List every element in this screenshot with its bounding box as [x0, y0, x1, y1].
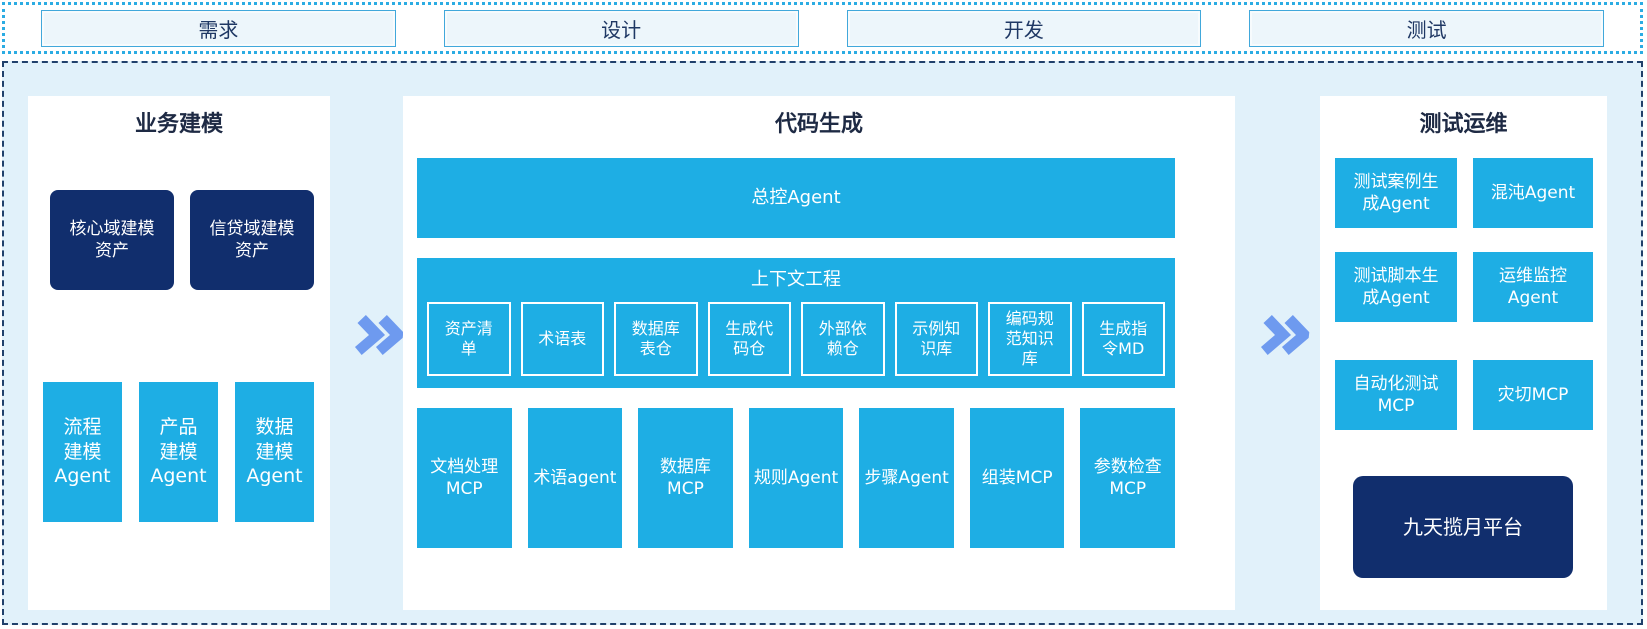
chevron-right-icon — [1260, 313, 1312, 357]
box-label: 资产清 单 — [444, 319, 493, 358]
panel-test-operations: 测试运维 测试案例生 成Agent 混沌Agent 测试脚本生 成Agent 运… — [1320, 96, 1607, 610]
box-glossary-agent: 术语agent — [527, 408, 623, 548]
box-label: 编码规 范知识 库 — [1005, 309, 1054, 368]
box-label: 核心域建模 资产 — [69, 218, 155, 261]
box-label: 参数检查 MCP — [1093, 456, 1162, 499]
panel-business-modeling: 业务建模 核心域建模 资产 信贷域建模 资产 流程 建模 Agent 产品 建模… — [28, 96, 330, 610]
box-glossary: 术语表 — [520, 302, 604, 376]
box-label: 灾切MCP — [1497, 384, 1569, 405]
box-label: 自动化测试 MCP — [1353, 373, 1439, 416]
phase-box-requirements: 需求 — [41, 9, 396, 47]
chevron-right-icon — [354, 313, 406, 357]
phase-label: 开发 — [1003, 17, 1044, 42]
phase-box-development: 开发 — [846, 9, 1202, 47]
box-label: 组装MCP — [981, 467, 1053, 488]
box-test-script-generation-agent: 测试脚本生 成Agent — [1335, 252, 1457, 322]
phase-bar: 需求 设计 开发 测试 — [2, 2, 1643, 54]
box-label: 数据库 表仓 — [631, 319, 680, 358]
box-document-processing-mcp: 文档处理 MCP — [417, 408, 512, 548]
box-context-engineering: 上下文工程 资产清 单 术语表 数据库 表仓 生成代 码仓 外部 — [417, 258, 1175, 388]
main-container: 业务建模 核心域建模 资产 信贷域建模 资产 流程 建模 Agent 产品 建模… — [2, 61, 1643, 625]
box-label: 数据 建模 Agent — [246, 415, 303, 488]
box-asset-inventory: 资产清 单 — [427, 302, 511, 376]
box-jiutian-lanyue-platform: 九天揽月平台 — [1353, 476, 1573, 578]
box-label: 测试脚本生 成Agent — [1353, 265, 1439, 308]
box-step-agent: 步骤Agent — [859, 408, 954, 548]
codegen-bottom-row: 文档处理 MCP 术语agent 数据库 MCP 规则Agent 步骤Agent… — [417, 408, 1176, 548]
box-label: 总控Agent — [751, 187, 841, 209]
phase-box-design: 设计 — [443, 9, 799, 47]
box-label: 术语agent — [533, 467, 617, 488]
box-credit-domain-modeling-assets: 信贷域建模 资产 — [190, 190, 314, 290]
phase-label: 设计 — [601, 17, 642, 42]
box-label: 生成指 令MD — [1099, 319, 1148, 358]
box-label: 流程 建模 Agent — [54, 415, 111, 488]
box-example-knowledge-base: 示例知 识库 — [894, 302, 978, 376]
panel-title-test-operations: 测试运维 — [1419, 112, 1508, 137]
box-automated-testing-mcp: 自动化测试 MCP — [1335, 360, 1457, 430]
box-label: 九天揽月平台 — [1403, 515, 1523, 539]
box-rule-agent: 规则Agent — [748, 408, 844, 548]
box-parameter-check-mcp: 参数检查 MCP — [1080, 408, 1176, 548]
box-database-table-repo: 数据库 表仓 — [614, 302, 698, 376]
box-data-modeling-agent: 数据 建模 Agent — [235, 382, 314, 522]
box-assembly-mcp: 组装MCP — [969, 408, 1065, 548]
box-label: 术语表 — [538, 329, 587, 348]
phase-label: 测试 — [1406, 17, 1447, 42]
box-label: 运维监控 Agent — [1499, 265, 1567, 308]
box-label: 规则Agent — [753, 467, 839, 488]
box-core-domain-modeling-assets: 核心域建模 资产 — [50, 190, 174, 290]
box-product-modeling-agent: 产品 建模 Agent — [139, 382, 218, 522]
box-label: 外部依 赖仓 — [818, 319, 867, 358]
panel-code-generation: 代码生成 总控Agent 上下文工程 资产清 单 术语表 数据库 表仓 — [403, 96, 1235, 610]
box-label: 文档处理 MCP — [430, 456, 499, 499]
box-label: 混沌Agent — [1490, 182, 1576, 203]
panel-title-code-generation: 代码生成 — [774, 112, 863, 137]
context-engineering-title: 上下文工程 — [751, 269, 841, 290]
phase-box-testing: 测试 — [1249, 9, 1604, 47]
box-disaster-switch-mcp: 灾切MCP — [1473, 360, 1593, 430]
box-label: 测试案例生 成Agent — [1353, 171, 1439, 214]
box-label: 数据库 MCP — [659, 456, 711, 499]
box-chaos-agent: 混沌Agent — [1473, 158, 1593, 228]
panel-title-business-modeling: 业务建模 — [134, 112, 223, 137]
box-label: 步骤Agent — [864, 467, 949, 488]
box-ops-monitoring-agent: 运维监控 Agent — [1473, 252, 1593, 322]
box-coding-standard-knowledge-base: 编码规 范知识 库 — [988, 302, 1072, 376]
context-items-row: 资产清 单 术语表 数据库 表仓 生成代 码仓 外部依 赖仓 — [427, 302, 1165, 376]
box-label: 产品 建模 Agent — [150, 415, 207, 488]
phase-label: 需求 — [198, 17, 239, 42]
box-label: 示例知 识库 — [912, 319, 961, 358]
box-process-modeling-agent: 流程 建模 Agent — [43, 382, 122, 522]
box-external-dependency-repo: 外部依 赖仓 — [801, 302, 885, 376]
box-generation-instruction-md: 生成指 令MD — [1081, 302, 1165, 376]
box-master-control-agent: 总控Agent — [417, 158, 1175, 238]
box-label: 信贷域建模 资产 — [209, 218, 295, 261]
box-label: 生成代 码仓 — [725, 319, 774, 358]
box-test-case-generation-agent: 测试案例生 成Agent — [1335, 158, 1457, 228]
box-generated-code-repo: 生成代 码仓 — [707, 302, 791, 376]
box-database-mcp: 数据库 MCP — [638, 408, 733, 548]
